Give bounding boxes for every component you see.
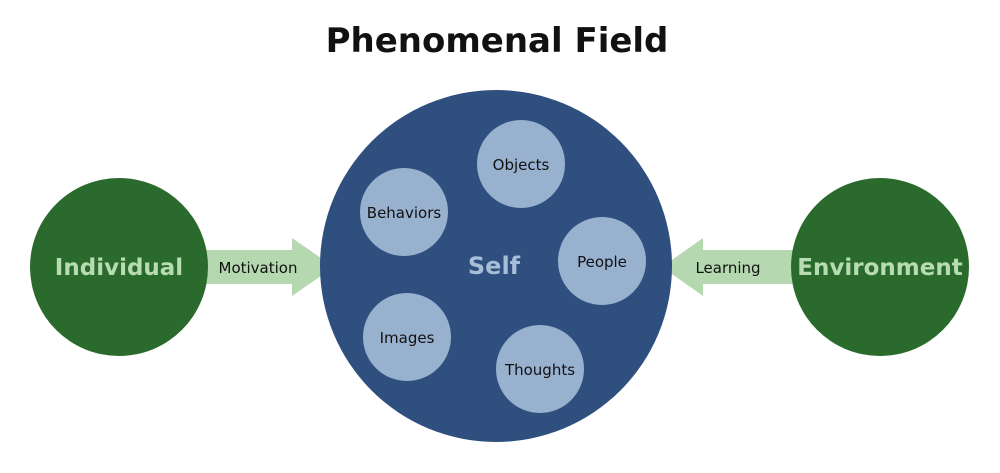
behaviors-circle <box>360 168 448 256</box>
motivation-arrow-shape <box>205 238 334 296</box>
behaviors-label: Behaviors <box>367 204 442 222</box>
motivation-label: Motivation <box>219 259 298 277</box>
learning-arrow-shape <box>662 238 795 296</box>
self-element-objects: Objects <box>477 120 565 208</box>
diagram-title: Phenomenal Field <box>326 21 669 61</box>
learning-arrow: Learning <box>662 238 795 296</box>
self-node: Self Objects Behaviors People Images Tho… <box>320 90 672 442</box>
self-element-people: People <box>558 217 646 305</box>
images-label: Images <box>380 329 435 347</box>
individual-node: Individual <box>30 178 208 356</box>
self-element-images: Images <box>363 293 451 381</box>
self-element-thoughts: Thoughts <box>496 325 584 413</box>
objects-label: Objects <box>493 156 550 174</box>
environment-node: Environment <box>791 178 969 356</box>
thoughts-circle <box>496 325 584 413</box>
individual-label: Individual <box>55 255 183 281</box>
objects-circle <box>477 120 565 208</box>
thoughts-label: Thoughts <box>504 361 575 379</box>
people-circle <box>558 217 646 305</box>
environment-label: Environment <box>797 255 962 281</box>
self-element-behaviors: Behaviors <box>360 168 448 256</box>
images-circle <box>363 293 451 381</box>
motivation-arrow: Motivation <box>205 238 334 296</box>
environment-circle <box>791 178 969 356</box>
people-label: People <box>577 253 627 271</box>
learning-label: Learning <box>695 259 760 277</box>
self-label: Self <box>468 252 521 280</box>
individual-circle <box>30 178 208 356</box>
